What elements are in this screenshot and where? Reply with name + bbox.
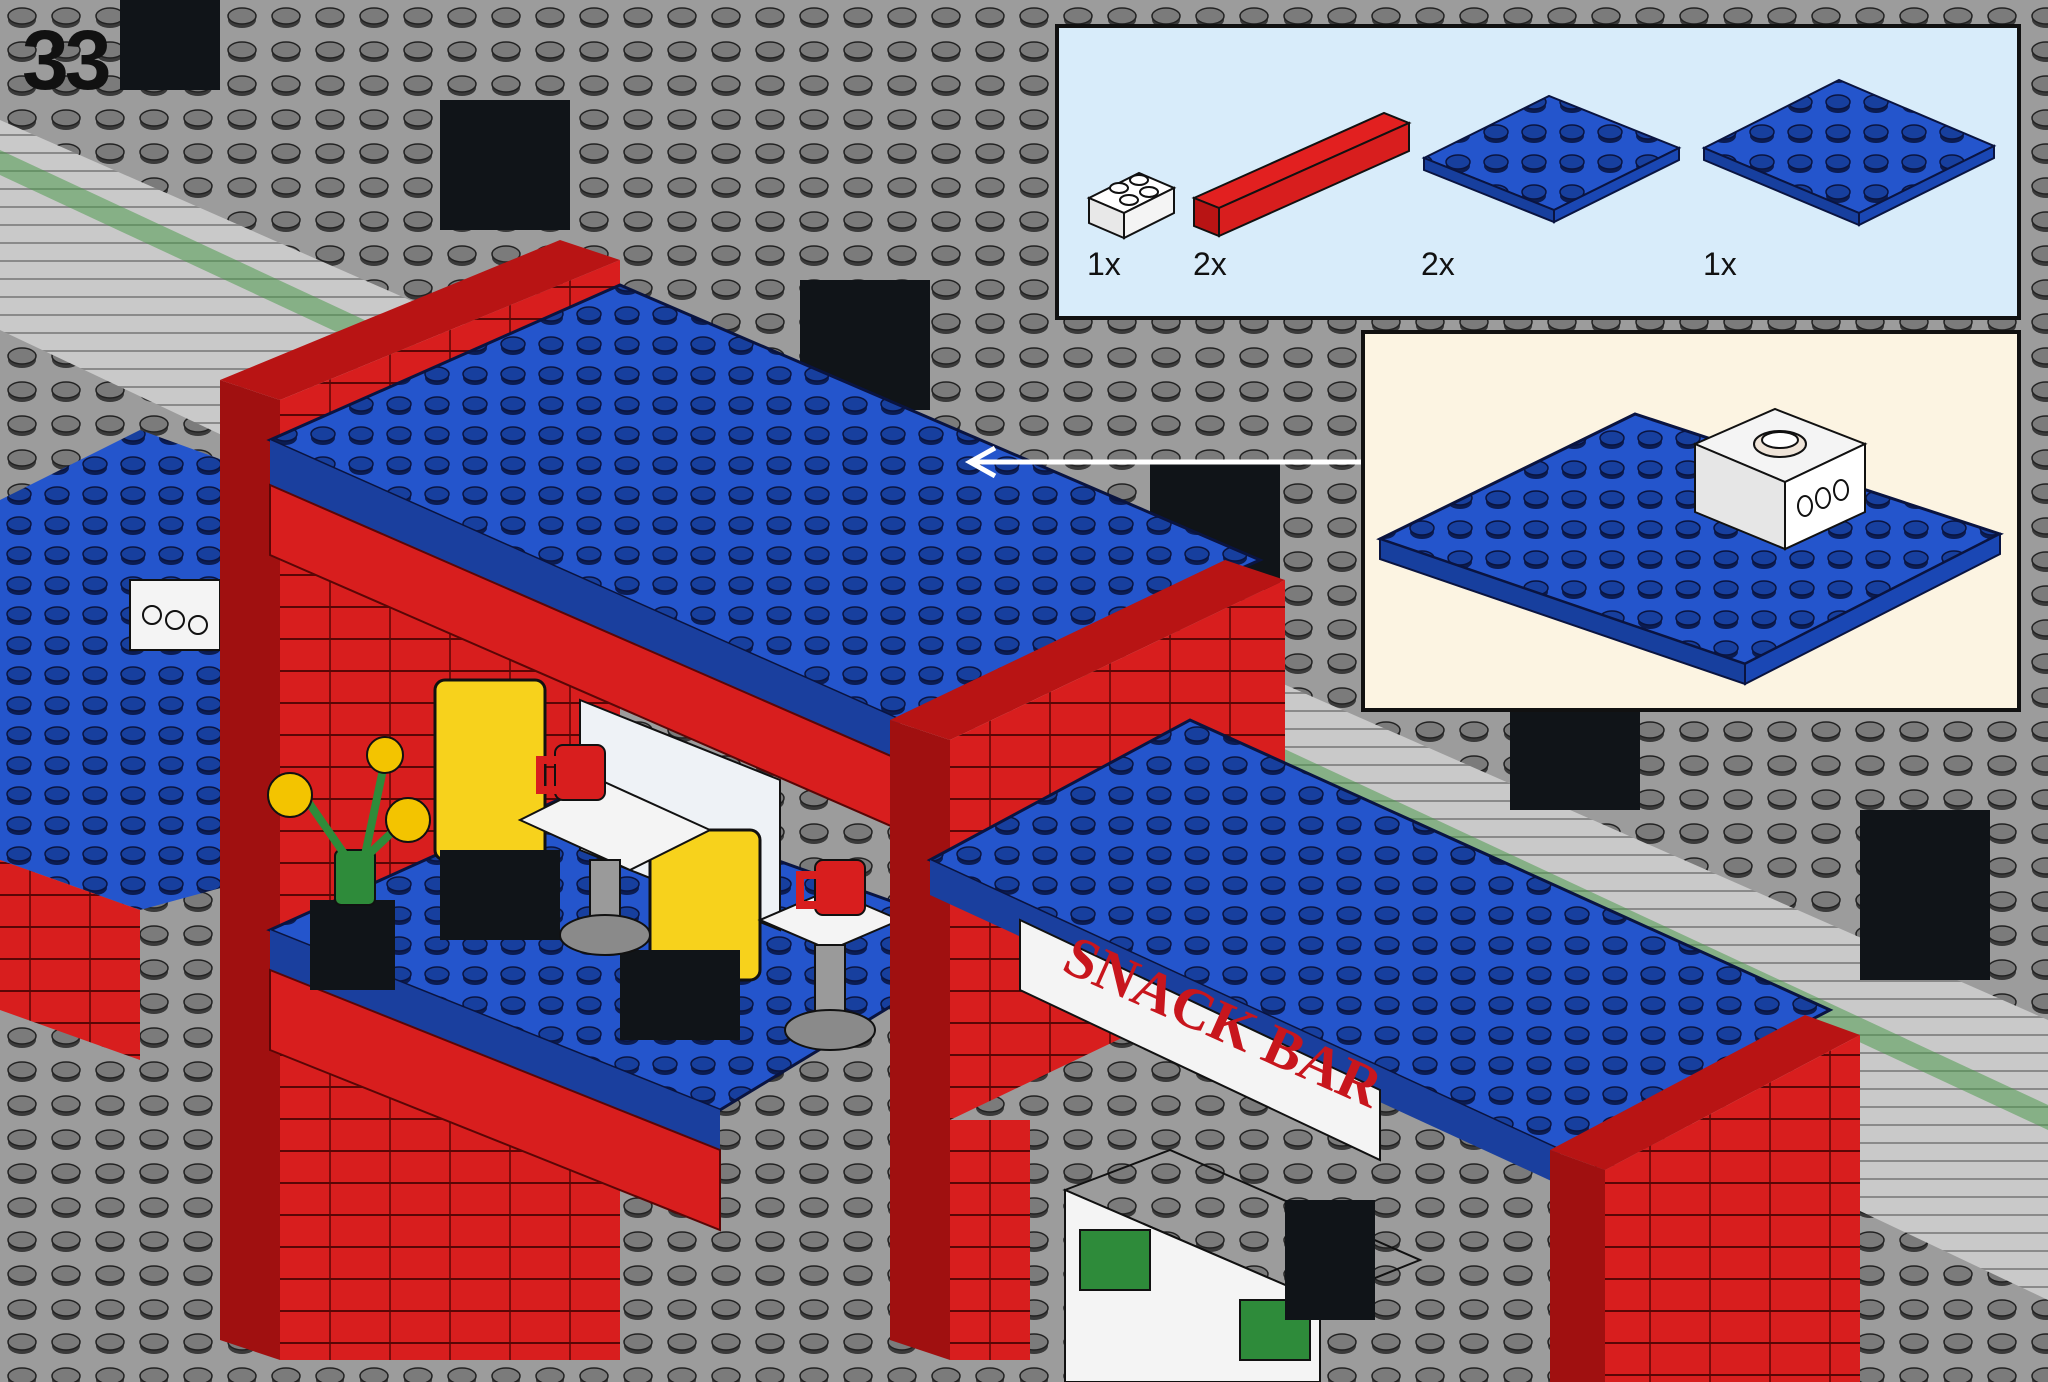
blue-plate-with-white-brick-icon	[1380, 409, 2000, 684]
step-number: 33	[22, 18, 107, 102]
dark-pillar	[120, 0, 220, 90]
white-2x2-brick-icon	[1089, 173, 1174, 238]
part-quantity: 1x	[1703, 246, 1737, 283]
table-foot	[785, 1010, 875, 1050]
blue-4x6-plate-icon	[1424, 96, 1679, 222]
dark-pillar	[1860, 810, 1990, 980]
yellow-flower	[386, 798, 430, 842]
left-blue-platform	[0, 430, 250, 910]
table-leg	[815, 945, 845, 1015]
yellow-chair	[435, 680, 545, 860]
part-quantity: 1x	[1087, 246, 1121, 283]
table-foot	[560, 915, 650, 955]
chair-base	[440, 850, 560, 940]
chair-base	[620, 950, 740, 1040]
part-quantity: 2x	[1421, 246, 1455, 283]
cash-register	[1285, 1200, 1375, 1320]
middle-tower-side	[890, 720, 950, 1360]
blue-6x8-plate-icon	[1704, 80, 1994, 225]
subassembly-callout	[1361, 330, 2021, 712]
red-1x8-brick-icon	[1194, 113, 1409, 236]
counter-sticker	[1080, 1230, 1150, 1290]
middle-tower-lower	[950, 1120, 1030, 1360]
dark-pillar	[440, 100, 570, 230]
subassembly-illustration	[1365, 334, 2017, 708]
parts-list-panel: 1x 2x 2x 1x	[1055, 24, 2021, 320]
yellow-flower	[367, 737, 403, 773]
part-quantity: 2x	[1193, 246, 1227, 283]
yellow-flower	[268, 773, 312, 817]
flower-pot	[310, 900, 395, 990]
plant-stem	[335, 850, 375, 905]
right-tower-side	[1550, 1150, 1605, 1382]
